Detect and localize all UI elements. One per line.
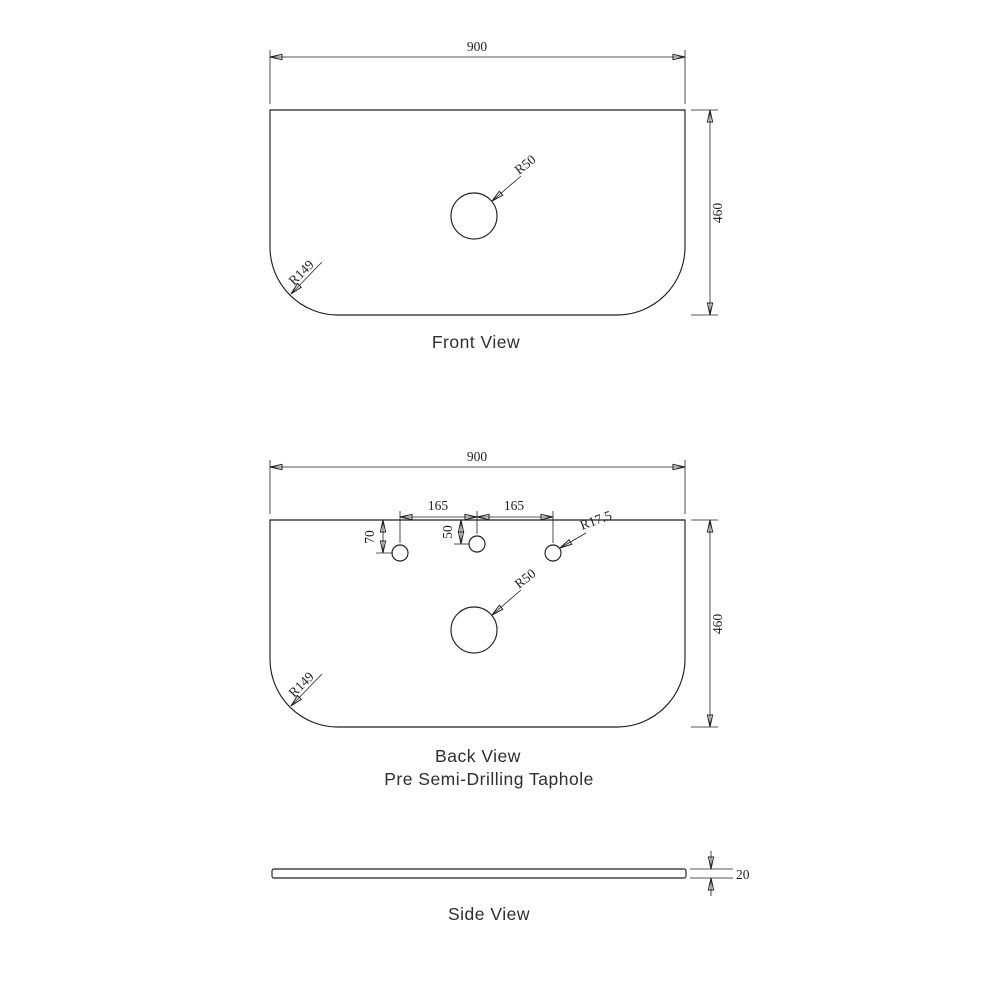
back-view-outline [269,519,686,728]
back-hole-radius-leader [491,589,522,616]
back-taphole-left [391,544,409,562]
back-view: 900 460 165 165 70 50 R17.5 R50 R149 Bac… [269,449,725,789]
front-hole-radius-label: R50 [512,152,539,178]
back-tap-spacing-right-label: 165 [504,498,525,513]
back-drain-hole [450,606,498,654]
front-width-dim-label: 900 [467,39,488,54]
side-view-slab [271,868,687,879]
side-thickness-label: 20 [736,867,750,882]
back-taphole-middle [468,535,486,553]
back-width-dim-label: 900 [467,449,488,464]
side-view-title: Side View [448,904,530,924]
front-view: 900 460 R50 R149 Front View [269,39,725,352]
back-corner-radius-leader [290,673,323,707]
front-hole-radius-leader [491,175,522,202]
front-drain-hole [450,192,498,240]
back-taphole-right [544,544,562,562]
front-view-outline [269,109,686,316]
back-tap-radius-leader [559,532,587,549]
front-height-dim-label: 460 [710,203,725,224]
back-height-dim-label: 460 [710,614,725,635]
front-view-title: Front View [432,332,520,352]
back-tap-offset-left-label: 70 [362,530,377,544]
back-view-subtitle: Pre Semi-Drilling Taphole [384,769,594,789]
side-view: 20 Side View [271,851,750,924]
back-tap-radius-label: R17.5 [578,507,614,532]
back-tap-spacing-left-label: 165 [428,498,449,513]
back-tap-offset-mid-label: 50 [440,525,455,539]
back-view-title: Back View [435,746,521,766]
back-hole-radius-label: R50 [512,566,539,592]
front-corner-radius-leader [290,261,323,295]
